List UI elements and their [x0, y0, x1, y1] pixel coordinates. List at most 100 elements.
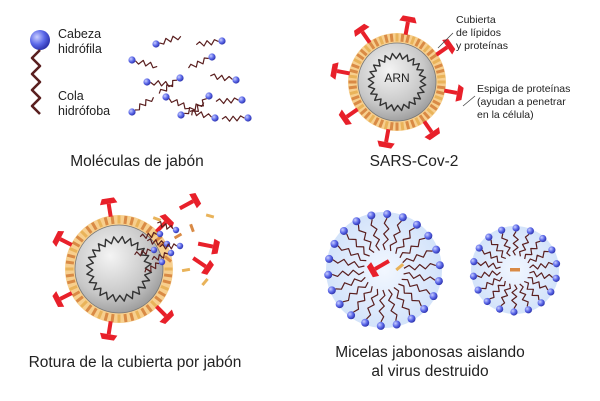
lipid-stripe	[110, 215, 115, 225]
spike-stem	[345, 107, 359, 119]
spike-stem	[374, 259, 390, 271]
spike-stem	[403, 21, 410, 36]
soap-tail	[158, 79, 178, 94]
soap-head	[330, 239, 339, 248]
soap-tail	[146, 238, 165, 246]
spike-cap	[354, 23, 370, 37]
lipid-stripe	[422, 111, 431, 120]
soap-head	[172, 226, 180, 234]
spike-stem	[178, 199, 194, 211]
soap-head	[324, 270, 333, 279]
soap-head	[475, 244, 483, 252]
lipid-stripe	[66, 253, 76, 259]
soap-tail	[159, 35, 182, 45]
soap-head	[483, 297, 491, 306]
caption-micelles-line1: Micelas jabonosas aislando	[335, 344, 525, 361]
soap-head	[128, 56, 136, 64]
soap-tail	[481, 276, 503, 290]
lipid-stripe	[157, 290, 167, 298]
lipid-stripe	[368, 41, 376, 50]
spike-stem	[435, 45, 449, 57]
spike-stem	[192, 256, 207, 269]
spike-cap	[189, 193, 202, 209]
lipid-fragment	[163, 255, 173, 263]
soap-head	[128, 108, 136, 116]
soap-head	[485, 233, 493, 241]
lipid-stripe	[103, 216, 109, 226]
lipid-stripe	[65, 273, 75, 278]
head-label-line2: hidrófila	[58, 42, 102, 56]
soap-tail	[403, 263, 437, 271]
lipid-stripe	[65, 260, 75, 265]
lipid-stripe	[429, 103, 438, 111]
lipid-stripe	[90, 221, 98, 231]
spike-cap	[52, 291, 65, 307]
soap-head	[407, 314, 416, 323]
soap-head	[327, 286, 336, 295]
envelope-label-line3: y proteínas	[456, 40, 508, 52]
spike-stem	[106, 203, 113, 217]
lipid-stripe	[414, 117, 421, 126]
micelle	[324, 210, 444, 330]
lipid-stripe	[351, 94, 360, 101]
soap-tail	[529, 270, 554, 279]
soap-tail	[335, 276, 366, 290]
soap-head	[232, 76, 240, 84]
soap-head	[434, 277, 443, 286]
spike-cap	[399, 15, 417, 24]
soap-head	[424, 231, 433, 240]
lipid-stripe	[400, 33, 405, 42]
lipid-stripe	[429, 53, 438, 61]
head-label-line1: Cabeza	[58, 27, 101, 41]
soap-head	[325, 254, 334, 263]
lipid-stripe	[135, 218, 141, 228]
lipid-stripe	[85, 304, 93, 313]
soap-head	[537, 299, 545, 307]
lipid-stripe	[356, 53, 365, 61]
spike-stem	[106, 321, 113, 335]
soap-tail	[221, 115, 245, 122]
lipid-stripe	[150, 300, 158, 308]
lipid-stripe	[434, 94, 443, 101]
lipid-stripe	[437, 85, 446, 90]
lipid-stripe	[389, 33, 394, 42]
soap-head	[470, 258, 478, 266]
lipid-stripe	[80, 300, 88, 308]
soap-head	[167, 249, 175, 257]
soap-tail	[337, 245, 367, 262]
lipid-fragment	[181, 267, 191, 273]
lipid-stripe	[160, 285, 170, 291]
spike-cap	[159, 214, 174, 229]
soap-tail	[151, 252, 169, 261]
lipid-stripe	[348, 74, 357, 79]
lipid-fragment	[189, 223, 195, 233]
spike-cap	[99, 197, 118, 206]
hydrophobic-tail-icon	[30, 49, 42, 115]
tail-label-line1: Cola	[58, 89, 84, 103]
spike-cap	[52, 231, 65, 247]
soap-head	[347, 311, 356, 320]
lipid-stripe	[90, 307, 98, 317]
lipid-stripe	[409, 36, 416, 45]
lipid-stripe	[434, 63, 443, 70]
lipid-stripe	[435, 90, 445, 96]
spike-stem	[59, 291, 73, 301]
soap-head	[162, 93, 170, 101]
virus-sars-cov-2	[330, 15, 464, 149]
soap-tail	[357, 224, 375, 253]
lipid-stripe	[68, 247, 78, 253]
soap-head	[208, 53, 216, 61]
lipid-stripe	[422, 44, 431, 53]
soap-tail	[378, 289, 386, 323]
tail-label-line2: hidrófoba	[58, 104, 110, 118]
lipid-stripe	[432, 99, 441, 106]
spike-cap	[211, 238, 220, 255]
lipid-fragment	[395, 263, 405, 272]
lipid-stripe	[71, 290, 81, 298]
lipid-stripe	[97, 310, 103, 320]
soap-head	[412, 220, 421, 229]
hydrophilic-head-icon	[30, 30, 50, 50]
lipid-stripe	[97, 218, 103, 228]
soap-head	[429, 292, 438, 301]
lipid-stripe	[409, 119, 416, 128]
